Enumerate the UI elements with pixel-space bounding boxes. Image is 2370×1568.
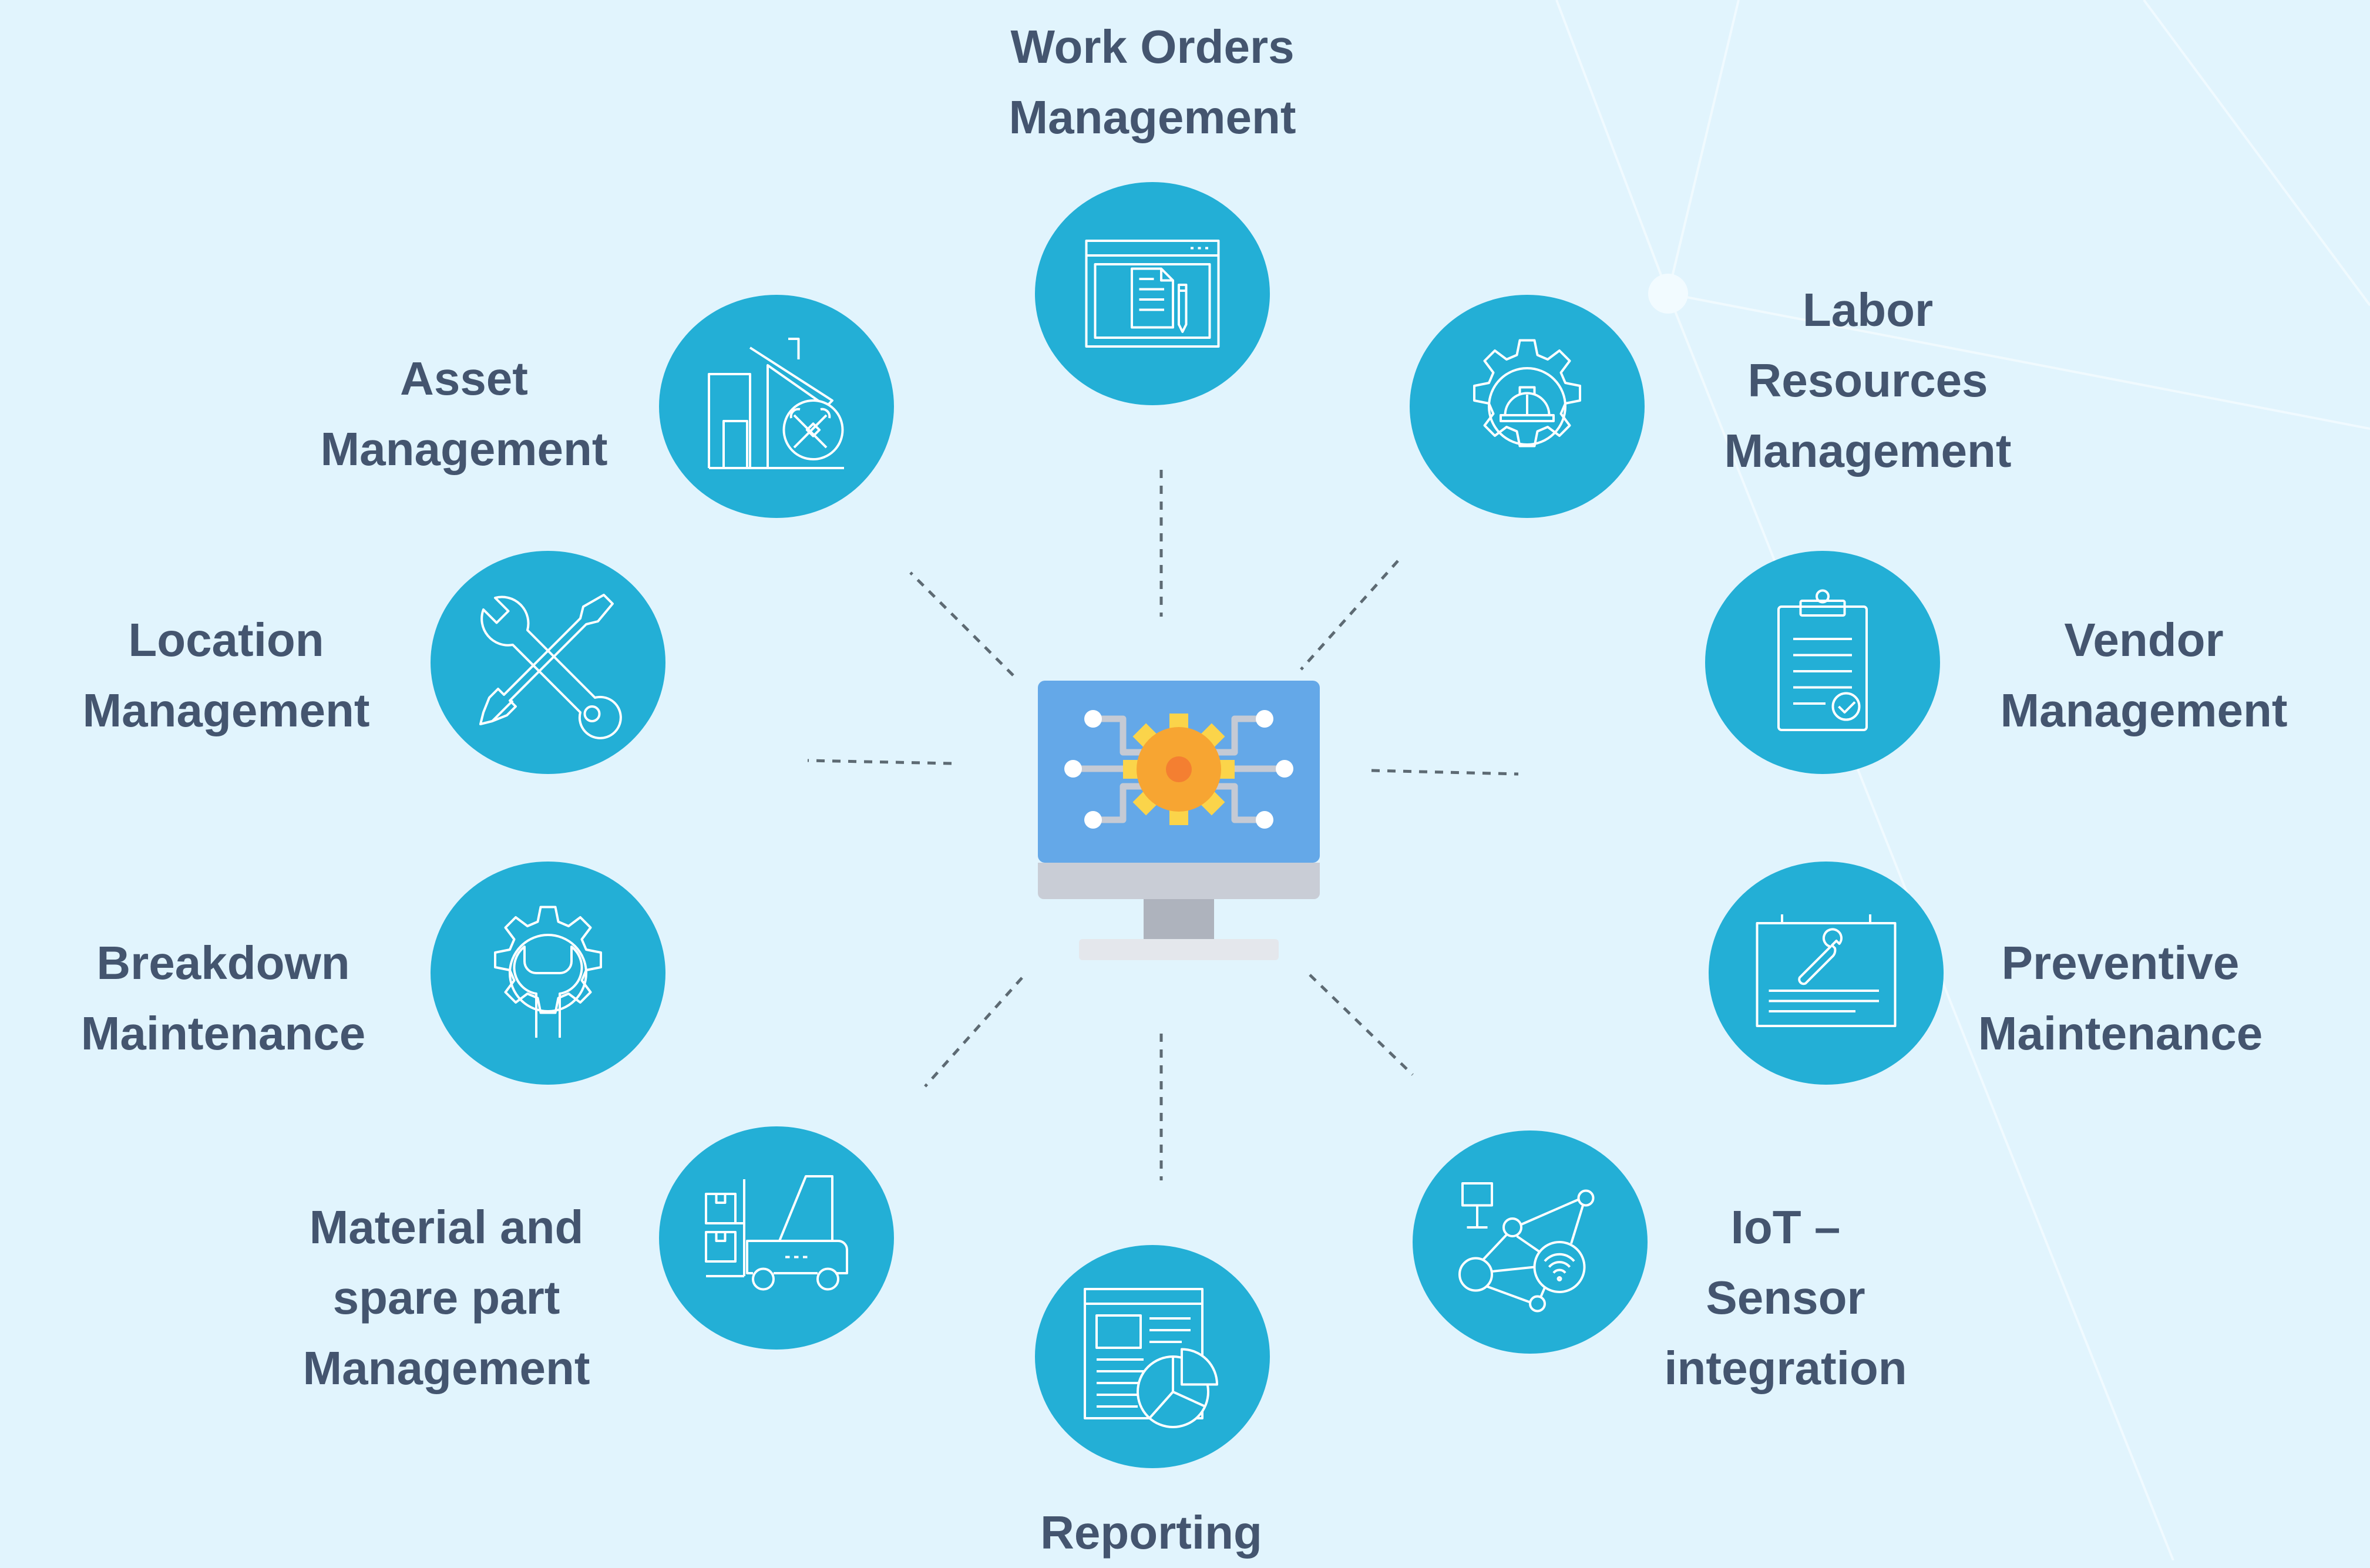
connector-asset [909,571,1014,677]
connector-vendor [1371,769,1519,776]
module-labor-label: Labor Resources Management [1633,275,2103,486]
module-iot-label: IoT – Sensor integration [1615,1192,1956,1404]
wrench-screwdriver-icon [479,594,622,739]
label-line: Breakdown [96,937,350,989]
label-line: Labor [1802,284,1934,336]
clipboard-check-icon [1777,589,1868,731]
label-line: Location [128,614,324,666]
work-order-window-icon [1085,240,1220,348]
label-line: Reporting [1040,1506,1262,1559]
module-vendor-label: Vendor Management [1938,605,2349,746]
module-location-circle[interactable] [431,551,665,774]
sensor-network-icon [1458,1182,1595,1313]
module-location-label: Location Management [38,605,414,746]
label-line: Management [1008,91,1296,143]
label-line: Resources [1747,354,1988,406]
connector-location [807,759,952,765]
module-work-orders-label: Work Orders Management [935,12,1370,153]
module-asset-circle[interactable] [659,295,894,518]
module-vendor-circle[interactable] [1705,551,1940,774]
label-line: spare part [332,1271,560,1324]
label-line: IoT – [1730,1201,1841,1253]
label-line: Management [1724,425,2012,477]
building-tools-icon [708,338,844,469]
label-line: Management [302,1342,590,1394]
wrench-board-icon [1756,914,1897,1027]
module-preventive-circle[interactable] [1709,862,1944,1085]
connector-labor [1300,560,1399,671]
computer-gear-icon [1038,681,1320,960]
label-line: Management [82,684,370,736]
label-line: Maintenance [1978,1007,2263,1059]
label-line: Management [2000,684,2288,736]
module-reporting-circle[interactable] [1035,1245,1270,1468]
connector-material [924,977,1023,1088]
module-labor-circle[interactable] [1410,295,1645,518]
module-material-label: Material and spare part Management [247,1192,646,1404]
module-breakdown-circle[interactable] [431,862,665,1085]
module-reporting-label: Reporting [969,1498,1333,1568]
label-line: Preventive [2001,937,2240,989]
module-asset-label: Asset Management [276,344,652,484]
central-computer [1038,681,1320,965]
label-line: Asset [400,352,528,405]
label-line: Maintenance [80,1007,366,1059]
label-line: Vendor [2064,614,2224,666]
label-line: Sensor [1706,1271,1865,1324]
module-breakdown-label: Breakdown Maintenance [35,928,411,1069]
module-work-orders-circle[interactable] [1035,182,1270,405]
module-preventive-label: Preventive Maintenance [1932,928,2308,1069]
label-line: Work Orders [1010,21,1295,73]
gear-wrench-icon [494,906,602,1038]
gear-hardhat-icon [1473,339,1581,447]
report-chart-icon [1084,1288,1218,1428]
module-material-circle[interactable] [659,1126,894,1350]
label-line: Management [320,423,608,475]
module-iot-circle[interactable] [1413,1130,1648,1354]
label-line: integration [1664,1342,1907,1394]
label-line: Material and [309,1201,584,1253]
forklift-boxes-icon [705,1175,848,1291]
connector-preventive [1309,974,1414,1076]
